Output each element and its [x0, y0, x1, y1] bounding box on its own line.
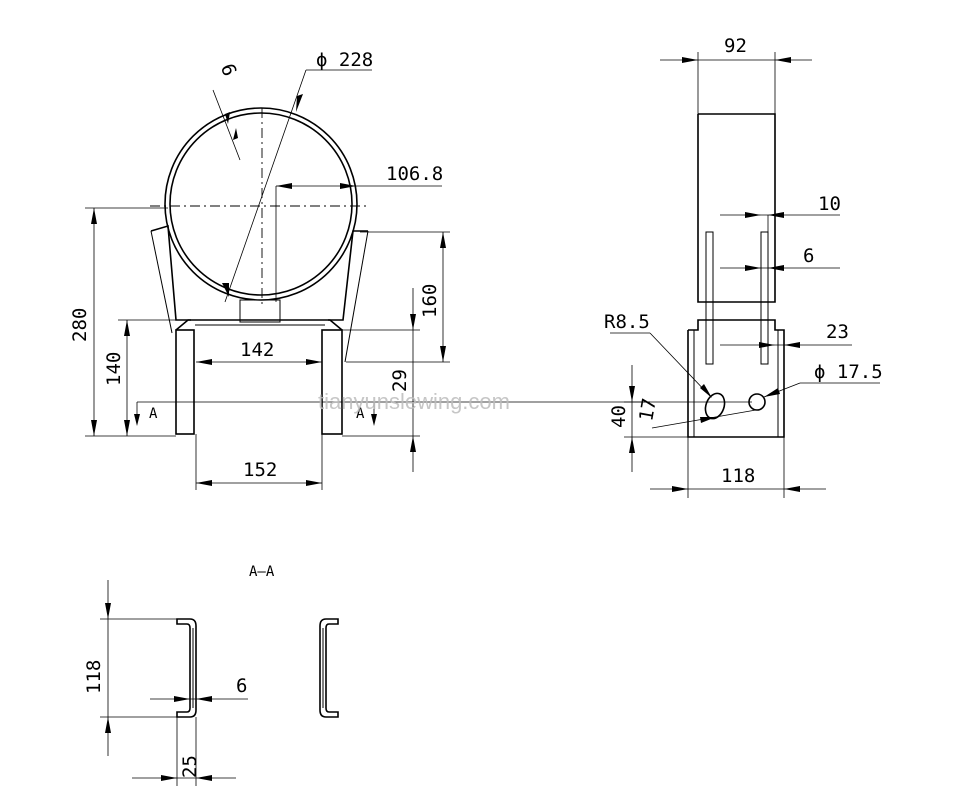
- side-bracket-outline: [687, 319, 785, 438]
- section-title: A—A: [249, 564, 275, 580]
- pipe-stem: [239, 299, 281, 323]
- dim23-arrow-right: [784, 342, 800, 348]
- label-height-29: 29: [389, 369, 411, 392]
- dim40-arrow-top: [629, 386, 635, 402]
- dim140-arrow-top: [124, 320, 130, 336]
- dim118-arrow-left: [672, 486, 688, 492]
- sec6-arrow-left: [174, 696, 190, 702]
- r85-arrow: [700, 384, 712, 398]
- dim160-arrow-bottom: [440, 346, 446, 362]
- sec118-arrow-bottom: [105, 717, 111, 733]
- hole-arrow: [764, 388, 780, 397]
- section-arrow-left: [134, 414, 140, 426]
- section-right-channel: [319, 618, 339, 718]
- sec118-arrow-top: [105, 603, 111, 619]
- label-height-140: 140: [103, 352, 125, 386]
- pipe-inner-circle: [169, 112, 353, 296]
- label-thickness-6: 6: [216, 61, 241, 79]
- saddle-right-plate: [328, 230, 368, 321]
- label-section-a-left: A: [149, 406, 158, 422]
- dim6-arrow-right: [768, 265, 784, 271]
- dim40-arrow-bottom: [629, 437, 635, 453]
- label-17: 17: [635, 397, 661, 423]
- dim280-arrow-top: [91, 208, 97, 224]
- label-width-142: 142: [240, 339, 274, 361]
- dim160-arrow-top: [440, 232, 446, 248]
- dim280-arrow-bottom: [91, 420, 97, 436]
- label-width-152: 152: [243, 459, 277, 481]
- dim29-arrow-bottom: [410, 436, 416, 452]
- saddle-left-plate-outer: [150, 230, 173, 334]
- label-40: 40: [608, 405, 630, 428]
- dim92-arrow-right: [775, 57, 791, 63]
- diameter-leader: [224, 69, 307, 303]
- label-diameter-228: ϕ 228: [316, 49, 373, 71]
- side-view: 92 10 6 23 R8.5 ϕ 17.5 40 17 118: [604, 35, 883, 498]
- section-left-channel: [176, 618, 197, 718]
- dim142-arrow-left: [196, 359, 212, 365]
- dim152-arrow-left: [196, 480, 212, 486]
- dim6-arrow-left: [745, 265, 761, 271]
- dim92-arrow-left: [682, 57, 698, 63]
- thickness-arrow-2: [233, 128, 238, 140]
- sec25-arrow-left: [161, 775, 177, 781]
- label-10: 10: [818, 193, 841, 215]
- diameter-arrow-top: [296, 94, 303, 112]
- offset-arrow-left: [276, 183, 292, 189]
- label-r85: R8.5: [604, 311, 650, 333]
- dim152-arrow-right: [306, 480, 322, 486]
- label-offset-106-8: 106.8: [386, 163, 443, 185]
- label-hole-diameter: ϕ 17.5: [814, 361, 883, 383]
- diameter-arrow-bottom: [222, 283, 229, 297]
- side-plate-right: [760, 231, 769, 365]
- side-plate-left: [705, 231, 714, 365]
- section-view: A—A 118 6 25: [83, 564, 339, 786]
- label-sec-6: 6: [236, 675, 247, 697]
- dim17-arrow: [700, 417, 716, 423]
- label-6: 6: [803, 245, 814, 267]
- label-sec-118: 118: [83, 660, 105, 694]
- offset-arrow-right: [340, 183, 356, 189]
- section-arrow-right: [371, 414, 377, 426]
- sec25-arrow-right: [196, 775, 212, 781]
- front-view: ϕ 228 6 106.8 280 160 142 140 29 152 A A: [69, 49, 650, 490]
- dim29-arrow-top: [410, 314, 416, 330]
- label-height-280: 280: [69, 308, 91, 342]
- thickness-leader: [212, 89, 241, 161]
- base-left-leg: [175, 329, 195, 435]
- base-channel-top: [175, 319, 343, 331]
- base-right-leg: [321, 329, 343, 435]
- dim23-arrow-left: [759, 342, 775, 348]
- label-width-92: 92: [724, 35, 747, 57]
- side-top-body: [697, 113, 776, 303]
- saddle-right-plate-outer: [344, 230, 369, 363]
- label-sec-25: 25: [179, 755, 201, 778]
- dim10-arrow-left: [745, 212, 761, 218]
- pipe-outer-circle: [164, 107, 358, 301]
- dim10-arrow-right: [768, 212, 784, 218]
- dim140-arrow-bottom: [124, 420, 130, 436]
- watermark-text: tianyunslewing.com: [318, 389, 510, 414]
- label-118-side: 118: [721, 465, 755, 487]
- saddle-left-plate: [150, 224, 191, 321]
- dim118-arrow-right: [784, 486, 800, 492]
- dim142-arrow-right: [306, 359, 322, 365]
- label-section-a-right: A: [356, 406, 365, 422]
- label-23: 23: [826, 321, 849, 343]
- thickness-arrow-1: [225, 112, 230, 124]
- label-height-160: 160: [419, 284, 441, 318]
- r85-leader-diag: [649, 332, 711, 397]
- sec6-arrow-right: [196, 696, 212, 702]
